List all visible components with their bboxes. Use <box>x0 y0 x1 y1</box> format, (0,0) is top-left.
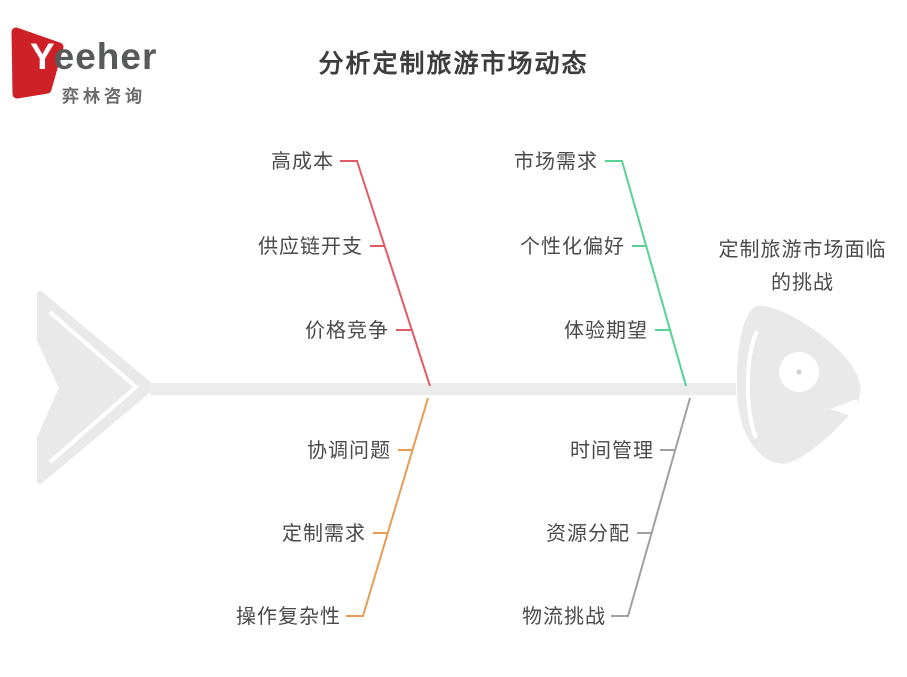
cause-label: 物流挑战 <box>522 605 606 628</box>
logo-letter-y: Y <box>30 36 54 77</box>
branch-line <box>605 160 687 387</box>
fish-gill-line <box>745 330 759 439</box>
fish-spine <box>150 383 736 395</box>
fish-tail-stripe <box>48 310 140 464</box>
branch-bottom-right: 时间管理 资源分配 物流挑战 <box>522 397 691 628</box>
cause-label: 高成本 <box>271 150 334 173</box>
fish-eye-pupil <box>796 369 802 375</box>
cause-label: 供应链开支 <box>258 235 363 258</box>
cause-label: 市场需求 <box>514 150 598 173</box>
branch-line <box>346 397 429 617</box>
cause-label: 体验期望 <box>564 319 648 342</box>
cause-label: 协调问题 <box>307 439 391 462</box>
logo-mark <box>11 27 64 99</box>
logo-shape <box>11 27 64 99</box>
logo-wordmark: Yeeher <box>30 38 157 75</box>
logo: Yeeher 弈林咨询 <box>0 0 200 120</box>
logo-text: eeher <box>53 36 158 77</box>
effect-line-1: 定制旅游市场面临 <box>718 239 887 261</box>
branch-line <box>611 397 691 617</box>
logo-subtitle: 弈林咨询 <box>62 87 146 106</box>
cause-label: 操作复杂性 <box>236 605 341 628</box>
effect-line-2: 的挑战 <box>771 272 834 294</box>
branch-line <box>340 160 431 387</box>
fish-mouth-notch <box>830 399 857 418</box>
branch-top-right: 市场需求 个性化偏好 体验期望 <box>514 150 687 387</box>
cause-label: 定制需求 <box>282 522 366 545</box>
page-title: 分析定制旅游市场动态 <box>318 51 589 78</box>
cause-label: 时间管理 <box>570 439 654 462</box>
effect-label: 定制旅游市场面临 的挑战 <box>700 234 905 300</box>
cause-label: 价格竞争 <box>305 319 389 342</box>
cause-label: 个性化偏好 <box>520 235 625 258</box>
branch-bottom-left: 协调问题 定制需求 操作复杂性 <box>236 397 429 628</box>
cause-label: 资源分配 <box>546 522 630 545</box>
branch-top-left: 高成本 供应链开支 价格竞争 <box>258 150 431 387</box>
